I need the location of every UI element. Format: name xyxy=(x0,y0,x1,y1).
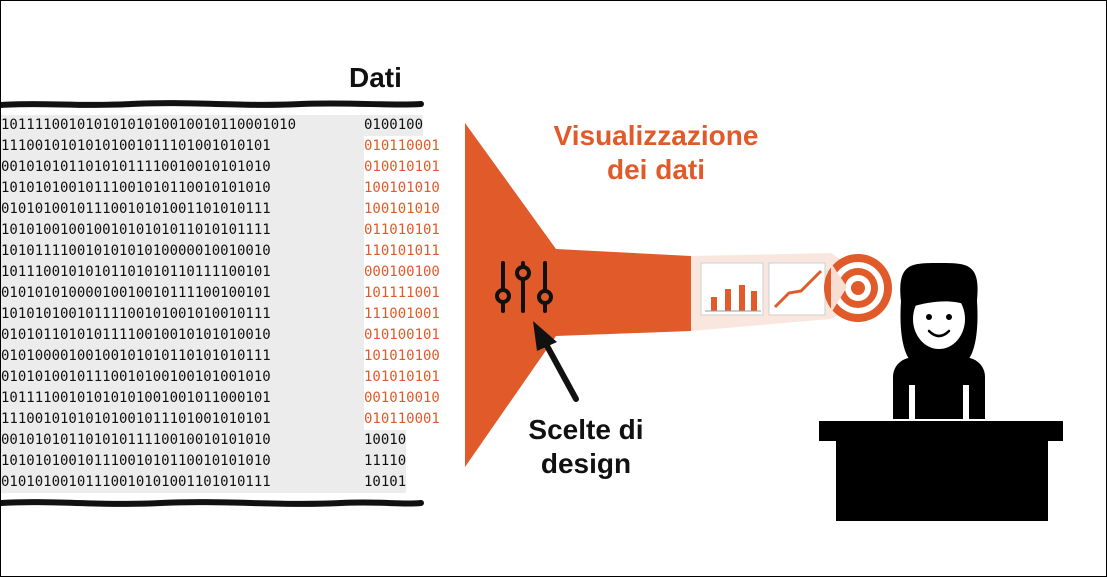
binary-row-left: 10101111001010101010000010010010 xyxy=(1,241,364,262)
binary-row-left: 10111100101010101010010010110001010 xyxy=(1,115,364,136)
visualization-label-line2: dei dati xyxy=(606,153,705,185)
visualization-label: Visualizzazione dei dati xyxy=(521,119,791,186)
desk-icon xyxy=(819,421,1063,521)
data-block-bottom-edge xyxy=(1,499,424,507)
binary-row-left: 10101001001001010101011010101111 xyxy=(1,220,364,241)
data-label: Dati xyxy=(349,62,402,93)
target-icon xyxy=(824,254,892,322)
binary-row-left: 01010000100100101010110101010111 xyxy=(1,346,364,367)
binary-row-right: 000100100 xyxy=(364,264,440,280)
binary-row-right: 100101010 xyxy=(364,180,440,196)
line-chart-icon xyxy=(768,262,826,316)
binary-row-right: 101111001 xyxy=(364,285,440,301)
bar-chart-icon xyxy=(700,262,764,316)
binary-row-left: 00101010110101011110010010101010 xyxy=(1,157,364,178)
binary-row-left: 01010100101110010101001101010111 xyxy=(1,472,364,493)
binary-row-right: 010100101 xyxy=(364,327,440,343)
binary-row-left: 00101010110101011110010010101010 xyxy=(1,430,364,451)
binary-row-left: 10111001010101101010110111100101 xyxy=(1,262,364,283)
arrow-icon xyxy=(533,321,579,402)
binary-row-right: 100101010 xyxy=(364,201,440,217)
binary-row-right: 101010101 xyxy=(364,369,440,385)
binary-row-right: 10101 xyxy=(364,472,407,493)
binary-row-left: 01010100101110010101001101010111 xyxy=(1,199,364,220)
person-icon xyxy=(893,263,985,419)
binary-row-right: 111001001 xyxy=(364,306,440,322)
binary-row-left: 10101010010111001010110010101010 xyxy=(1,451,364,472)
binary-row-right: 011010101 xyxy=(364,222,440,238)
binary-row-right: 10010 xyxy=(364,430,407,451)
sliders-icon xyxy=(495,261,553,313)
binary-row-left: 01010100101110010100100101001010 xyxy=(1,367,364,388)
binary-row-left: 01010110101011110010010101010010 xyxy=(1,325,364,346)
binary-row-right: 010110001 xyxy=(364,138,440,154)
binary-row-right: 110101011 xyxy=(364,243,440,259)
binary-row-right: 001010010 xyxy=(364,390,440,406)
binary-row-right: 11110 xyxy=(364,451,407,472)
design-choices-label-line1: Scelte di xyxy=(528,414,644,445)
data-block-top-edge xyxy=(1,100,424,108)
binary-row-left: 01010101000010010010111100100101 xyxy=(1,283,364,304)
binary-row-left: 11100101010101001011101001010101 xyxy=(1,409,364,430)
visualization-label-line1: Visualizzazione xyxy=(553,120,759,151)
binary-row-right: 010010101 xyxy=(364,159,440,175)
binary-row-left: 10111100101010101001001011000101 xyxy=(1,388,364,409)
binary-row-left: 11100101010101001011101001010101 xyxy=(1,136,364,157)
design-choices-label-line2: design xyxy=(540,447,632,479)
binary-row-left: 10101010010111100101001010010111 xyxy=(1,304,364,325)
binary-row-left: 10101010010111001010110010101010 xyxy=(1,178,364,199)
binary-row-right: 010110001 xyxy=(364,411,440,427)
binary-row-right: 101010100 xyxy=(364,348,440,364)
visualization-funnel xyxy=(465,123,691,467)
binary-row-right: 0100100 xyxy=(364,115,424,136)
design-choices-label: Scelte di design xyxy=(501,413,671,480)
